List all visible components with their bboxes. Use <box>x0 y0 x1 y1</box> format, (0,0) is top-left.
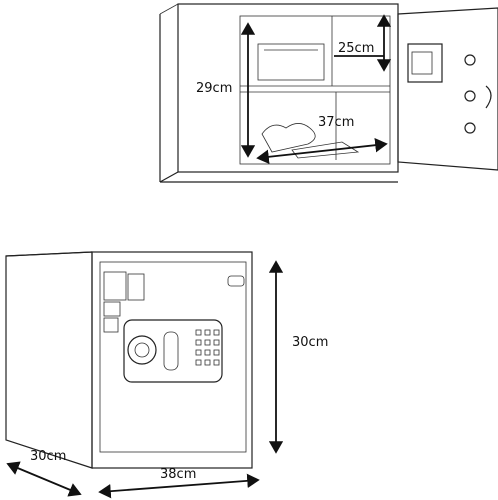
inner-width-arrow <box>256 138 388 164</box>
shelf-depth-label: 25cm <box>338 41 374 56</box>
closed-safe-illustration <box>5 251 253 469</box>
inner-width-label: 37cm <box>318 115 354 130</box>
closed-depth-label: 30cm <box>30 449 66 464</box>
closed-height-label: 30cm <box>292 335 328 350</box>
closed-width-label: 38cm <box>160 467 196 482</box>
closed-width-arrow <box>98 473 260 499</box>
closed-depth-arrow <box>6 461 82 497</box>
open-height-label: 29cm <box>196 81 232 96</box>
